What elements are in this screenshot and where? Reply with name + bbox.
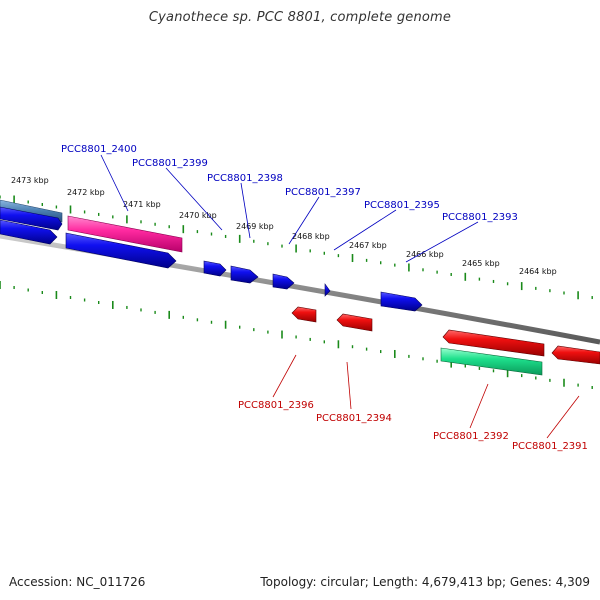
gene-label[interactable]: PCC8801_2396 (238, 400, 314, 411)
gene-label[interactable]: PCC8801_2395 (364, 200, 440, 211)
reverse-leader-lines (272, 354, 580, 439)
genome-title: Cyanothece sp. PCC 8801, complete genome (148, 10, 452, 25)
reverse-gene[interactable] (551, 345, 600, 365)
gene-label[interactable]: PCC8801_2391 (512, 441, 588, 452)
forward-gene[interactable] (230, 265, 259, 284)
forward-gene[interactable] (0, 219, 58, 245)
kbp-label: 2464 kbp (519, 267, 557, 276)
forward-leader-lines (100, 154, 479, 263)
kbp-labels: 2473 kbp 2472 kbp 2471 kbp 2470 kbp 2469… (11, 176, 557, 276)
forward-gene-labels: PCC8801_2400 PCC8801_2399 PCC8801_2398 P… (61, 144, 518, 223)
kbp-label: 2472 kbp (67, 188, 105, 197)
gene-label[interactable]: PCC8801_2393 (442, 212, 518, 223)
kbp-label: 2466 kbp (406, 250, 444, 259)
kbp-label: 2468 kbp (292, 232, 330, 241)
kbp-label: 2469 kbp (236, 222, 274, 231)
reverse-gene[interactable] (336, 313, 373, 332)
reverse-gene[interactable] (291, 306, 317, 323)
kbp-label: 2473 kbp (11, 176, 49, 185)
gene-label[interactable]: PCC8801_2398 (207, 173, 283, 184)
forward-gene[interactable] (272, 273, 295, 290)
forward-gene[interactable] (0, 206, 63, 231)
kbp-tick-row-lower (0, 281, 593, 389)
forward-gene[interactable] (65, 232, 177, 269)
kbp-label: 2471 kbp (123, 200, 161, 209)
rna-feature-green[interactable] (440, 347, 543, 376)
forward-gene[interactable] (380, 291, 423, 312)
forward-gene[interactable] (324, 283, 331, 297)
accession-label: Accession: NC_011726 (9, 575, 146, 589)
forward-genes (0, 206, 423, 312)
forward-gene[interactable] (203, 260, 227, 277)
reverse-genes (291, 306, 600, 365)
rna-feature-pink[interactable] (67, 215, 183, 253)
gene-label[interactable]: PCC8801_2394 (316, 413, 392, 424)
kbp-label: 2470 kbp (179, 211, 217, 220)
kbp-label: 2465 kbp (462, 259, 500, 268)
gene-label[interactable]: PCC8801_2392 (433, 431, 509, 442)
kbp-label: 2467 kbp (349, 241, 387, 250)
genome-summary-label: Topology: circular; Length: 4,679,413 bp… (260, 575, 590, 589)
gene-label[interactable]: PCC8801_2397 (285, 187, 361, 198)
reverse-gene-labels: PCC8801_2396 PCC8801_2394 PCC8801_2392 P… (238, 400, 588, 452)
reverse-gene[interactable] (442, 329, 545, 357)
gene-label[interactable]: PCC8801_2399 (132, 158, 208, 169)
gene-label[interactable]: PCC8801_2400 (61, 144, 137, 155)
kbp-tick-row-upper (0, 195, 593, 300)
